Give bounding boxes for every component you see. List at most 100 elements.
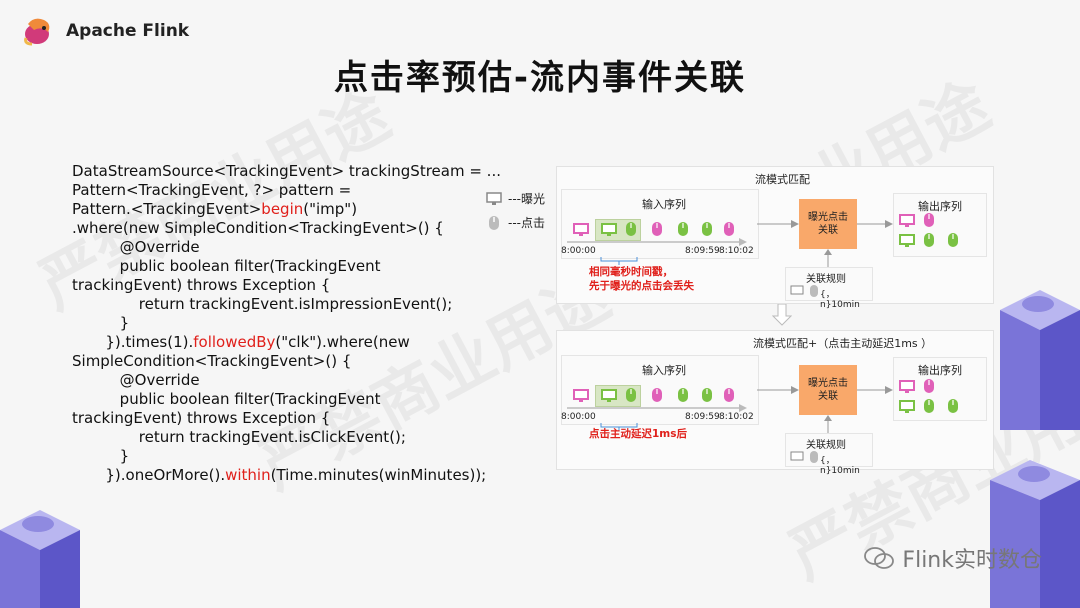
- mouse-icon: [678, 388, 688, 402]
- code-line: Pattern.<TrackingEvent>begin("imp"): [72, 200, 501, 219]
- brand-name: Apache Flink: [66, 21, 190, 41]
- monitor-icon: [899, 380, 915, 393]
- monitor-icon: [899, 400, 915, 413]
- mouse-icon: [652, 388, 662, 402]
- flow-arrow: [857, 386, 893, 394]
- rule-text: {，n}10min: [820, 456, 860, 476]
- diagram-title: 流模式匹配+（点击主动延迟1ms ）: [753, 337, 933, 350]
- rule-label: 关联规则: [806, 274, 846, 285]
- code-text: @Override: [72, 238, 200, 256]
- monitor-icon: [486, 191, 502, 205]
- code-text: return trackingEvent.isClickEvent();: [72, 428, 406, 446]
- delay-note: 点击主动延迟1ms后: [589, 428, 687, 440]
- time-mid: 8:09:59: [685, 246, 720, 256]
- code-line: }).oneOrMore().within(Time.minutes(winMi…: [72, 466, 501, 485]
- footer-text: Flink实时数仓: [902, 548, 1042, 573]
- diagram-title: 流模式匹配: [755, 173, 810, 186]
- rule-label: 关联规则: [806, 440, 846, 451]
- mouse-icon: [724, 222, 734, 236]
- code-keyword: followedBy: [193, 333, 276, 351]
- mouse-icon: [924, 379, 934, 393]
- monitor-icon: [601, 389, 617, 402]
- mouse-icon: [924, 213, 934, 227]
- monitor-icon: [899, 214, 915, 227]
- time-end: 8:10:02: [719, 412, 754, 422]
- code-text: }: [72, 447, 130, 465]
- legend-impression-label: ---曝光: [508, 192, 545, 206]
- page-title: 点击率预估-流内事件关联: [333, 58, 747, 98]
- rule-text: {，n}10min: [820, 290, 860, 310]
- code-text: trackingEvent) throws Exception {: [72, 276, 331, 294]
- code-line: return trackingEvent.isImpressionEvent()…: [72, 295, 501, 314]
- code-text: Pattern.<TrackingEvent>: [72, 200, 262, 218]
- wechat-icon: [864, 547, 895, 569]
- rule-arrow: [824, 249, 832, 269]
- mouse-icon: [702, 388, 712, 402]
- output-sequence-label: 输出序列: [918, 364, 962, 377]
- diagram-stream-match-delay: 流模式匹配+（点击主动延迟1ms ） 输入序列 8:00:00 8:09:59 …: [556, 330, 994, 476]
- correlation-box: 曝光点击 关联: [799, 199, 857, 249]
- code-keyword: begin: [261, 200, 304, 218]
- mouse-icon: [626, 222, 636, 236]
- legend-click-label: ---点击: [508, 216, 545, 230]
- time-start: 8:00:00: [561, 412, 596, 422]
- monitor-icon: [573, 223, 589, 236]
- code-line: }: [72, 447, 501, 466]
- output-sequence-label: 输出序列: [918, 200, 962, 213]
- code-text: ("imp"): [303, 200, 358, 218]
- squirrel-logo-icon: [24, 18, 50, 46]
- code-text: public boolean filter(TrackingEvent: [72, 390, 381, 408]
- mouse-icon: [489, 215, 499, 230]
- mouse-icon: [652, 222, 662, 236]
- mouse-icon: [724, 388, 734, 402]
- legend-impression: ---曝光: [486, 190, 545, 207]
- code-text: Pattern<TrackingEvent, ?> pattern =: [72, 181, 352, 199]
- rule-icons: [790, 285, 818, 297]
- code-line: public boolean filter(TrackingEvent: [72, 257, 501, 276]
- code-text: @Override: [72, 371, 200, 389]
- code-line: @Override: [72, 371, 501, 390]
- decorative-cube: [0, 510, 80, 608]
- code-text: }).oneOrMore().: [72, 466, 226, 484]
- code-text: .where(new SimpleCondition<TrackingEvent…: [72, 219, 444, 237]
- down-arrow-icon: [772, 304, 792, 326]
- mouse-icon: [678, 222, 688, 236]
- time-start: 8:00:00: [561, 246, 596, 256]
- timeline-arrow: [567, 238, 747, 246]
- mouse-icon: [626, 388, 636, 402]
- time-mid: 8:09:59: [685, 412, 720, 422]
- code-line: Pattern<TrackingEvent, ?> pattern =: [72, 181, 501, 200]
- bracket: [600, 257, 638, 265]
- flow-arrow: [757, 386, 799, 394]
- mouse-icon: [702, 222, 712, 236]
- time-end: 8:10:02: [719, 246, 754, 256]
- flow-arrow: [857, 220, 893, 228]
- monitor-icon: [601, 223, 617, 236]
- code-line: }: [72, 314, 501, 333]
- rule-icons: [790, 451, 818, 463]
- mouse-icon: [924, 399, 934, 413]
- brand-logo: Apache Flink: [22, 14, 189, 48]
- code-line: SimpleCondition<TrackingEvent>() {: [72, 352, 501, 371]
- code-text: return trackingEvent.isImpressionEvent()…: [72, 295, 453, 313]
- timeline-arrow: [567, 404, 747, 412]
- code-line: return trackingEvent.isClickEvent();: [72, 428, 501, 447]
- legend-click: ---点击: [486, 214, 545, 231]
- code-line: .where(new SimpleCondition<TrackingEvent…: [72, 219, 501, 238]
- code-text: ("clk").where(new: [275, 333, 410, 351]
- diagram-stream-match: 流模式匹配 输入序列 8:00:00 8:09:59 8:10:02 相同毫秒时…: [556, 166, 994, 310]
- code-text: }: [72, 314, 130, 332]
- correlation-box: 曝光点击 关联: [799, 365, 857, 415]
- rule-box: 关联规则 {，n}10min: [785, 433, 873, 476]
- mouse-icon: [948, 233, 958, 247]
- monitor-icon: [573, 389, 589, 402]
- code-keyword: within: [225, 466, 271, 484]
- code-block: DataStreamSource<TrackingEvent> tracking…: [72, 162, 501, 485]
- flow-arrow: [757, 220, 799, 228]
- monitor-icon: [899, 234, 915, 247]
- code-line: trackingEvent) throws Exception {: [72, 409, 501, 428]
- decorative-cube: [990, 290, 1080, 608]
- bracket: [600, 423, 638, 431]
- code-text: }).times(1).: [72, 333, 194, 351]
- code-text: SimpleCondition<TrackingEvent>() {: [72, 352, 352, 370]
